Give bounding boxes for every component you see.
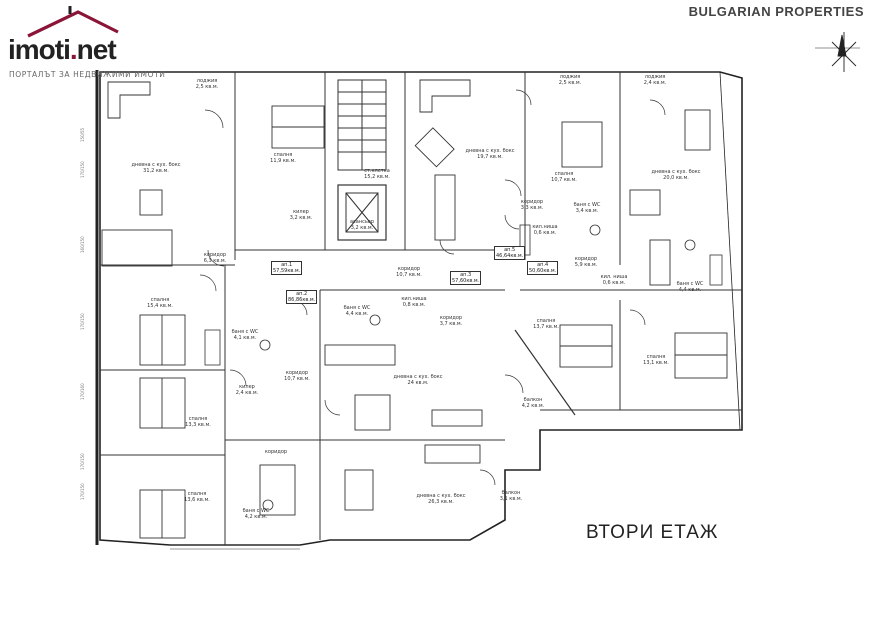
dimension-label: 170/150 bbox=[80, 313, 85, 330]
logo-main: imoti bbox=[8, 34, 71, 65]
house-roof-icon bbox=[27, 10, 119, 38]
compass-rose-icon bbox=[815, 32, 860, 72]
outer-wall bbox=[99, 71, 743, 546]
logo-tagline: ПОРТАЛЪТ ЗА НЕДВИЖИМИ ИМОТИ bbox=[9, 70, 166, 79]
staircase bbox=[337, 79, 387, 171]
dimension-label: 170/150 bbox=[80, 453, 85, 470]
dimension-label: 170/150 bbox=[80, 483, 85, 500]
sofa bbox=[107, 79, 711, 464]
room-label: коридор bbox=[264, 449, 288, 455]
brand-watermark: BULGARIAN PROPERTIES bbox=[688, 4, 864, 19]
door-swing bbox=[199, 89, 666, 486]
elevator-shaft bbox=[337, 184, 387, 241]
kitchen-counter bbox=[101, 174, 671, 516]
logo-dot: . bbox=[69, 34, 78, 65]
logo-tld: net bbox=[76, 34, 117, 65]
bed bbox=[139, 105, 728, 539]
dimension-label: 170/150 bbox=[80, 161, 85, 178]
bathroom-fixtures bbox=[204, 224, 723, 511]
floor-title: ВТОРИ ЕТАЖ bbox=[586, 522, 719, 543]
dimension-label: 170/160 bbox=[80, 383, 85, 400]
dimension-label: 150/55 bbox=[80, 127, 85, 142]
dining-table bbox=[139, 127, 661, 511]
logo-text[interactable]: imoti.net bbox=[8, 34, 117, 66]
dimension-label: 160/150 bbox=[80, 236, 85, 253]
